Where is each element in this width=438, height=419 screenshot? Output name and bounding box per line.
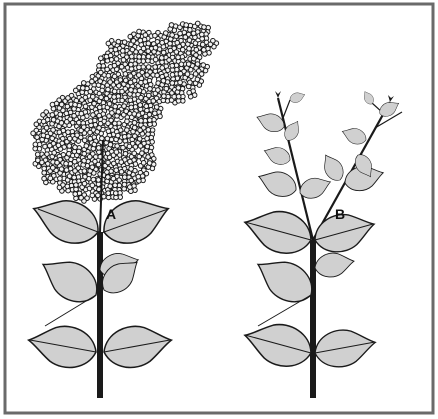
leaf xyxy=(318,151,347,185)
flower-cluster xyxy=(30,20,220,204)
flowering-stem xyxy=(25,20,219,398)
leaf xyxy=(313,250,356,280)
leaf xyxy=(340,124,369,147)
leaves-b xyxy=(240,89,402,372)
label-a: A xyxy=(106,207,116,221)
leaf xyxy=(377,98,402,120)
pruned-stem xyxy=(240,89,402,398)
leaf xyxy=(262,143,293,168)
leaf xyxy=(255,165,300,201)
leaf xyxy=(249,249,320,311)
floret xyxy=(185,87,199,101)
label-b: B xyxy=(335,207,345,221)
leaf xyxy=(34,249,105,311)
leaf xyxy=(288,90,306,104)
